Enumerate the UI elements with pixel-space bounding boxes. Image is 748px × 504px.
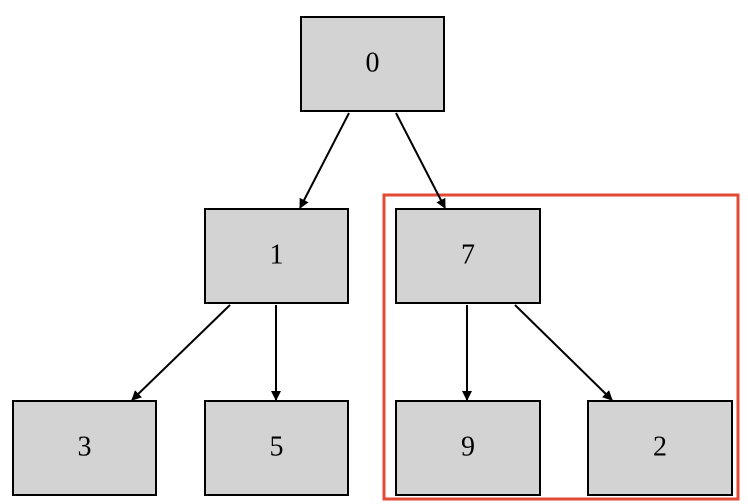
node-box (204, 400, 349, 496)
tree-node-7: 7 (395, 208, 541, 304)
node-label: 0 (366, 47, 380, 78)
node-label: 7 (461, 239, 475, 270)
tree-node-0: 0 (300, 16, 445, 112)
node-label: 5 (270, 431, 284, 462)
node-label: 3 (78, 431, 92, 462)
edge-n0-n1 (299, 112, 350, 209)
node-box (587, 400, 733, 496)
node-box (395, 208, 541, 304)
node-box (395, 400, 541, 496)
node-label: 2 (653, 431, 667, 462)
node-label: 9 (461, 431, 475, 462)
highlight-box (382, 193, 740, 501)
tree-node-2: 2 (587, 400, 733, 496)
node-box (12, 400, 157, 496)
edge-n7-n2 (514, 304, 613, 401)
tree-node-9: 9 (395, 400, 541, 496)
node-box (300, 16, 445, 112)
node-box (204, 208, 349, 304)
tree-node-3: 3 (12, 400, 157, 496)
edge-n1-n3 (131, 304, 231, 401)
tree-node-1: 1 (204, 208, 349, 304)
node-label: 1 (270, 239, 284, 270)
tree-node-5: 5 (204, 400, 349, 496)
edge-n0-n7 (395, 112, 446, 209)
